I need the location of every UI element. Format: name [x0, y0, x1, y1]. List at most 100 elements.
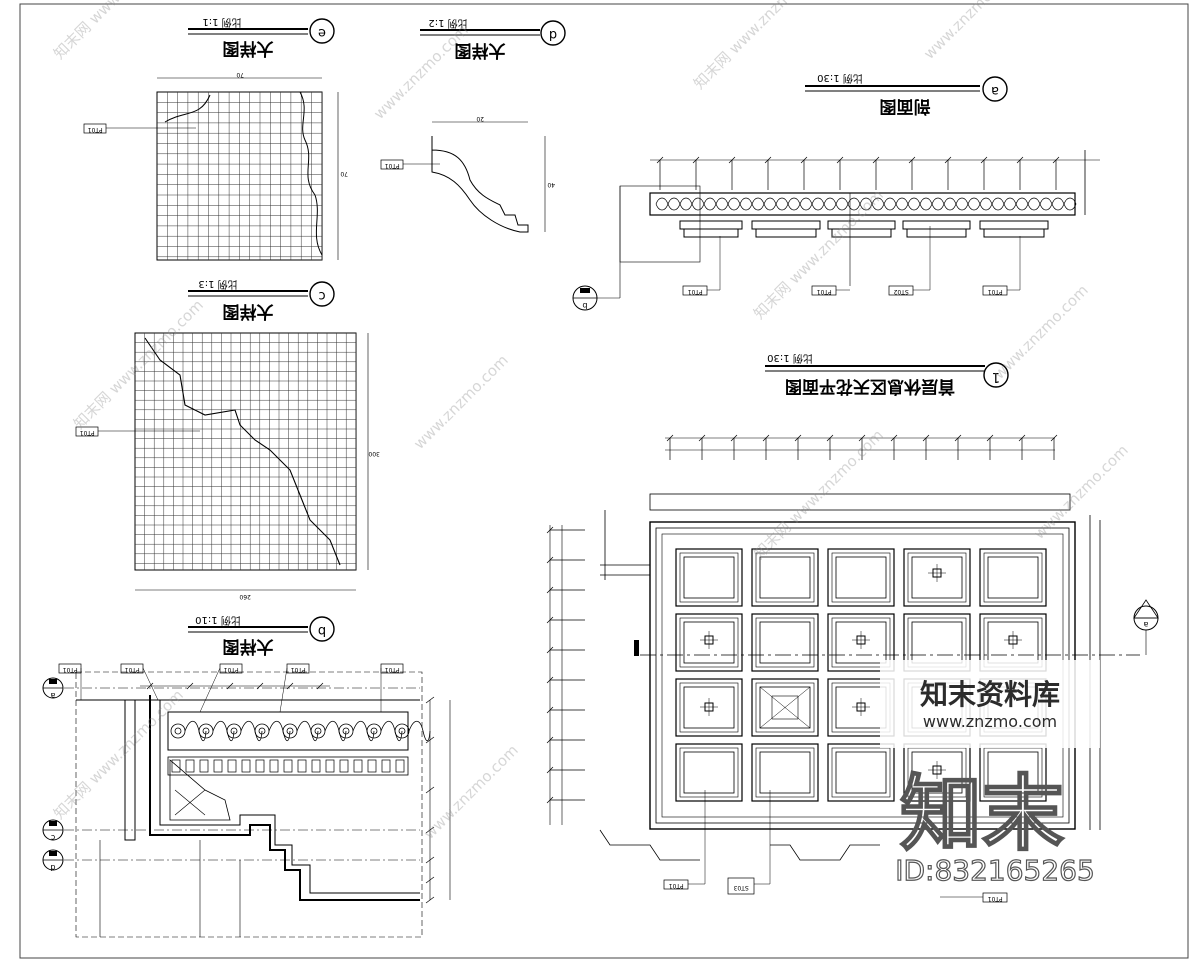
view-b-scale: 比例 1:10	[195, 614, 241, 627]
svg-text:c: c	[51, 833, 55, 842]
watermark-repeat-text: 知末网 www.znzmo.com	[70, 296, 207, 433]
svg-text:260: 260	[239, 593, 251, 600]
view-b-callouts: PT01 PT01 PT01 PT01 PT01	[58, 663, 404, 713]
plan-callout-1: PT01	[663, 790, 706, 890]
view-a-callout-4: PT01	[982, 236, 1021, 296]
svg-text:20: 20	[476, 115, 484, 122]
view-c-scale: 比例 1:3	[198, 278, 237, 291]
watermark-repeat-text: 知末网 www.znzmo.com	[690, 0, 827, 93]
plan-callout-2: ST03	[727, 790, 771, 895]
watermark-repeat-text: www.znzmo.com	[920, 0, 1022, 63]
view-a-callout-1: PT01	[682, 236, 721, 296]
view-c-tag: PT01	[80, 429, 95, 436]
watermark-big: 知末	[900, 767, 1064, 862]
svg-text:PT01: PT01	[988, 895, 1003, 902]
svg-text:ST02: ST02	[893, 288, 908, 295]
view-d-title: d 比例 1:2 大样图	[420, 17, 566, 61]
svg-text:300: 300	[368, 450, 380, 457]
view-c-callout: PT01	[75, 426, 200, 437]
view-b-marker	[309, 616, 335, 642]
section-marker-c-left: c	[42, 819, 64, 842]
view-b-callout-3: PT01	[219, 663, 243, 674]
svg-text:PT01: PT01	[224, 666, 239, 673]
view-a-elevation	[619, 150, 1100, 286]
view-b-marker-label: b	[318, 623, 326, 638]
sheet-border	[19, 3, 1189, 959]
view-b-section-detail	[64, 671, 451, 938]
watermark-brand: 知末资料库	[920, 678, 1060, 711]
svg-text:PT01: PT01	[688, 288, 703, 295]
plan-scale: 比例 1:30	[767, 352, 813, 365]
svg-text:PT01: PT01	[385, 666, 400, 673]
view-c-title: c 比例 1:3 大样图	[188, 278, 335, 322]
svg-text:d: d	[50, 863, 55, 872]
view-e-grid-panel: 70 70	[156, 71, 348, 261]
view-d-callout: PT01	[380, 159, 440, 170]
view-e-scale: 比例 1:1	[202, 16, 241, 29]
view-a-callouts: PT01 PT01 ST02 PT01	[682, 226, 1021, 296]
view-c-marker	[309, 281, 335, 307]
svg-text:40: 40	[547, 181, 555, 188]
plan-dimension-left	[546, 525, 585, 825]
plan-dimension-top	[665, 434, 1058, 460]
watermark-repeat-text: 知末网 www.znzmo.com	[50, 0, 187, 63]
watermark-id: ID:832165265	[895, 854, 1095, 887]
view-e-marker	[309, 18, 335, 44]
section-marker-a-right: a	[1133, 599, 1159, 655]
plan-callouts: PT01 ST03 PT01	[663, 790, 1008, 903]
view-d-marker-label: d	[549, 27, 557, 42]
view-c-title-text: 大样图	[223, 301, 274, 322]
watermark-repeat-text: www.znzmo.com	[990, 281, 1092, 383]
section-marker-d-left: d	[42, 849, 64, 872]
view-d-scale: 比例 1:2	[428, 17, 467, 30]
view-b-callout-4: PT01	[286, 663, 310, 674]
view-a-title: a 比例 1:30 剖面图	[805, 72, 1008, 117]
view-e-callout: PT01	[83, 123, 196, 134]
plan-marker	[983, 362, 1009, 388]
svg-text:a: a	[1144, 620, 1149, 629]
view-a-callout-3: ST02	[888, 226, 931, 296]
plan-marker-label: 1	[992, 369, 1000, 384]
watermark-logo-block: 知末资料库 www.znzmo.com	[880, 660, 1100, 748]
view-c-grid-panel: 260 300	[134, 332, 380, 600]
svg-text:PT01: PT01	[988, 288, 1003, 295]
watermark-repeat-text: www.znzmo.com	[410, 351, 512, 453]
svg-text:PT01: PT01	[125, 666, 140, 673]
svg-text:b: b	[582, 301, 587, 310]
view-a-marker-label: a	[991, 83, 999, 98]
view-a-callout-2: PT01	[811, 285, 850, 296]
view-d-tag: PT01	[385, 162, 400, 169]
view-a-scale: 比例 1:30	[817, 72, 863, 85]
view-c-marker-label: c	[318, 288, 325, 303]
view-a-title-text: 剖面图	[880, 96, 931, 117]
view-b-title-text: 大样图	[223, 636, 274, 657]
view-d-moulding-profile: 20 40	[431, 115, 555, 233]
svg-text:PT01: PT01	[291, 666, 306, 673]
view-d-title-text: 大样图	[455, 40, 506, 61]
svg-text:a: a	[51, 691, 56, 700]
watermark-repeat-text: www.znzmo.com	[420, 741, 522, 843]
view-b-callout-2: PT01	[120, 663, 144, 674]
view-e-title: e 比例 1:1 大样图	[188, 16, 335, 59]
section-marker-a-left: a	[42, 677, 64, 700]
svg-text:PT01: PT01	[63, 666, 78, 673]
watermark-repeat-text: 知末网 www.znzmo.com	[50, 686, 187, 823]
view-b-callout-1: PT01	[58, 663, 82, 674]
plan-callout-3: PT01	[940, 892, 1008, 903]
view-e-marker-label: e	[318, 25, 326, 40]
plan-title: 1 比例 1:30 首层休息区天花平面图	[765, 352, 1009, 397]
watermark-repeat-text: www.znzmo.com	[370, 21, 472, 123]
view-a-marker	[982, 76, 1008, 102]
plan-title-text: 首层休息区天花平面图	[785, 376, 955, 397]
watermark-url: www.znzmo.com	[923, 712, 1057, 731]
view-e-title-text: 大样图	[223, 38, 274, 59]
svg-text:70: 70	[236, 71, 244, 78]
view-e-tag: PT01	[88, 126, 103, 133]
view-d-marker	[540, 20, 566, 46]
svg-text:ST03: ST03	[733, 884, 748, 891]
view-b-title: b 比例 1:10 大样图	[188, 614, 335, 657]
view-b-callout-5: PT01	[380, 663, 404, 674]
svg-text:PT01: PT01	[817, 288, 832, 295]
section-marker-b-right: b	[572, 186, 621, 311]
